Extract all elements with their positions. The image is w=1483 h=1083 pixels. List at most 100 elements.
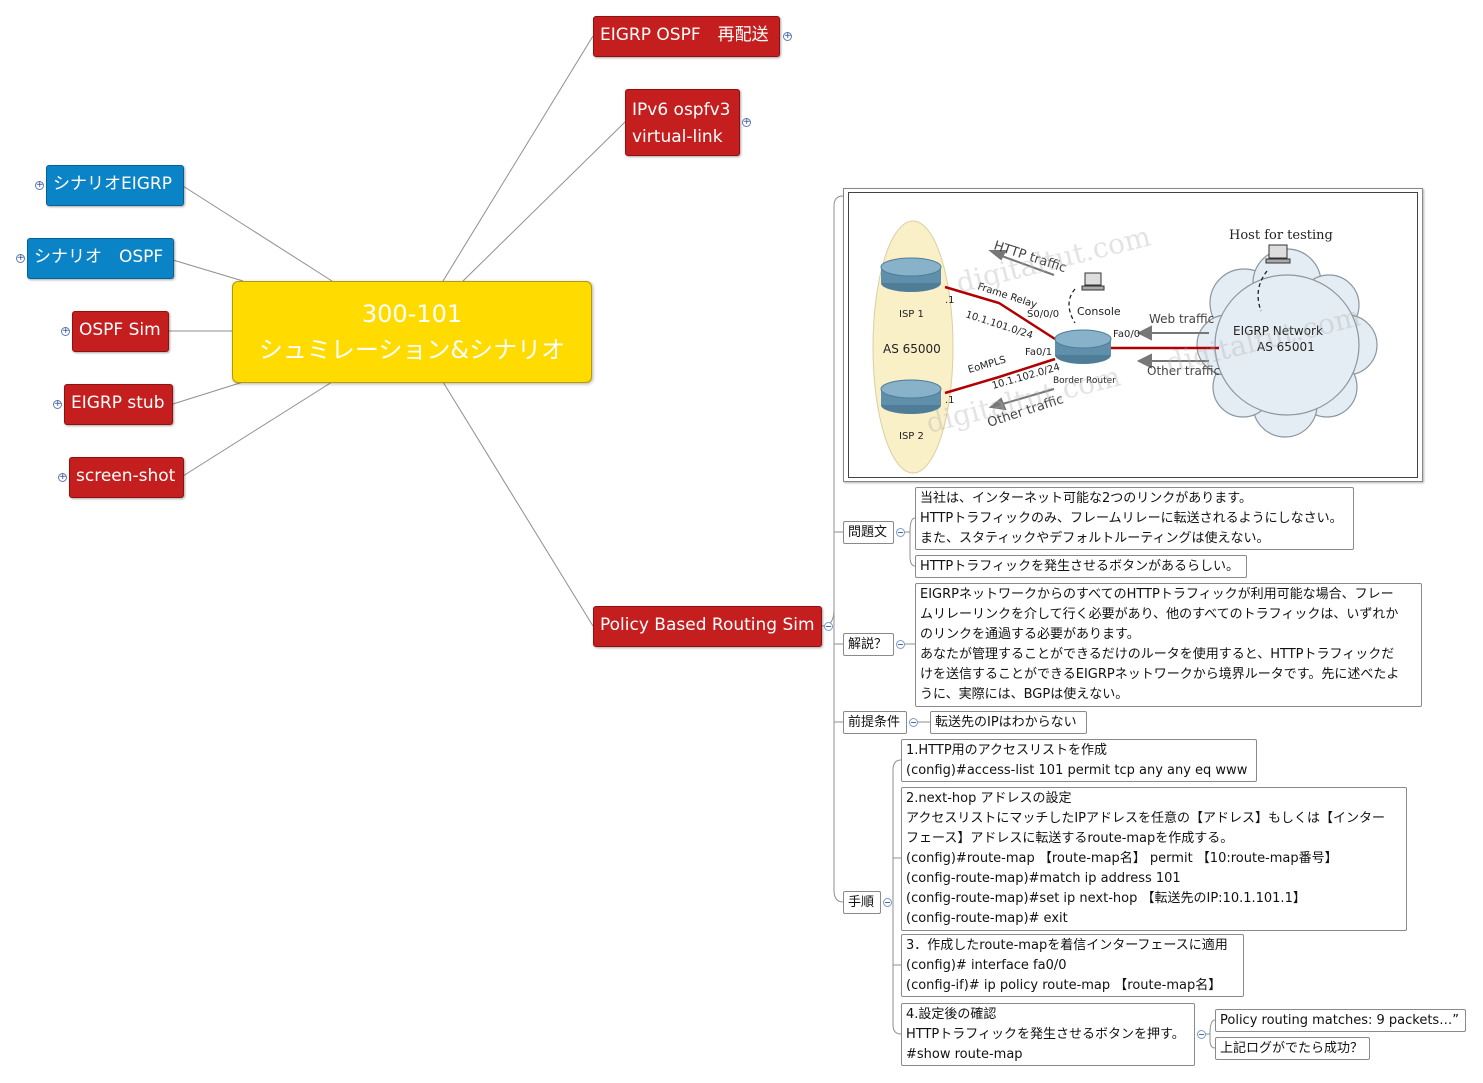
fa01-label: Fa0/1 [1025, 347, 1052, 358]
connector-line [892, 759, 902, 902]
eompls-link [944, 357, 1056, 395]
isp2-ip-label: .1 [945, 395, 955, 406]
subtopic-label: 解説？ [848, 637, 888, 652]
text-line: 当社は、インターネット可能な2つのリンクがあります。 [920, 491, 1252, 506]
net1-label: 10.1.101.0/24 [964, 309, 1034, 341]
topic-label: シナリオ OSPF [34, 247, 164, 267]
step3-box[interactable]: 3．作成したroute-mapを着信インターフェースに適用 (config)# … [901, 934, 1244, 997]
collapse-icon[interactable] [1197, 1030, 1206, 1039]
collapse-icon[interactable] [896, 528, 905, 537]
text-line: 1.HTTP用のアクセスリストを作成 [906, 743, 1108, 758]
connector-line [1206, 1019, 1216, 1035]
text-line: #show route-map [906, 1047, 1023, 1062]
isp1-label: ISP 1 [899, 309, 924, 320]
problem-note-text[interactable]: HTTPトラフィックを発生させるボタンがあるらしい。 [915, 555, 1247, 578]
text-line: 転送先のIPはわからない [935, 715, 1077, 730]
topic-policy-based-routing-sim[interactable]: Policy Based Routing Sim [593, 606, 822, 647]
collapse-icon[interactable] [824, 622, 833, 631]
text-line: HTTPトラフィックを発生させるボタンを押す。 [906, 1027, 1185, 1042]
topic-label: screen-shot [76, 466, 176, 486]
topic-ipv6-ospfv3-virtual-link[interactable]: IPv6 ospfv3 virtual-link [625, 89, 740, 156]
text-line: あなたが管理することができるだけのルータを使用すると、HTTPトラフィックだ [920, 647, 1395, 662]
topic-label-line1: IPv6 ospfv3 [632, 100, 731, 120]
step4-result-note[interactable]: 上記ログがでたら成功？ [1215, 1037, 1370, 1060]
text-line: ムリレーリンクを介して行く必要があり、他のすべてのトラフィックは、いずれか [920, 607, 1399, 622]
text-line: また、スタティックやデフォルトルーティングは使えない。 [920, 531, 1270, 546]
topic-scenario-ospf[interactable]: シナリオ OSPF [27, 238, 174, 279]
topic-label: EIGRP stub [71, 393, 165, 413]
problem-statement-text[interactable]: 当社は、インターネット可能な2つのリンクがあります。 HTTPトラフィックのみ、… [915, 487, 1354, 550]
text-line: Policy routing matches: 9 packets…” [1220, 1013, 1459, 1028]
collapse-icon[interactable] [896, 640, 905, 649]
connector-line [172, 259, 244, 282]
text-line: (config)#route-map 【route-map名】 permit 【… [906, 851, 1338, 866]
text-line: 上記ログがでたら成功？ [1220, 1041, 1364, 1056]
subtopic-problem-statement[interactable]: 問題文 [843, 521, 894, 544]
topic-label: OSPF Sim [79, 320, 161, 340]
explanation-text[interactable]: EIGRPネットワークからのすべてのHTTPトラフィックが利用可能な場合、フレー… [915, 583, 1422, 707]
subtopic-procedure[interactable]: 手順 [843, 891, 881, 914]
as65000-label: AS 65000 [883, 342, 941, 356]
text-line: フェース】アドレスに転送するroute-mapを作成する。 [906, 831, 1234, 846]
central-title-line1: 300-101 [361, 300, 463, 328]
expand-icon[interactable]: + [783, 31, 792, 41]
network-diagram-image: Host for testing HTTP traffic Frame Rela… [843, 188, 1423, 482]
router-isp1-icon [880, 257, 942, 292]
web-traffic-label: Web traffic [1149, 312, 1214, 326]
step2-box[interactable]: 2.next-hop アドレスの設定 アクセスリストにマッチしたIPアドレスを任… [901, 787, 1407, 931]
connector-line [462, 121, 626, 282]
central-topic[interactable]: 300-101 シュミレーション&シナリオ [232, 281, 592, 383]
topic-screen-shot[interactable]: screen-shot [69, 457, 184, 498]
expand-icon[interactable]: + [53, 399, 62, 409]
connector-line [1209, 1034, 1216, 1049]
eigrp-network-label: EIGRP Network [1233, 324, 1323, 338]
topic-label: Policy Based Routing Sim [600, 615, 815, 635]
step4-result-log[interactable]: Policy routing matches: 9 packets…” [1215, 1009, 1466, 1032]
network-diagram-svg: Host for testing HTTP traffic Frame Rela… [872, 220, 1378, 474]
central-title-line2: シュミレーション&シナリオ [258, 336, 566, 364]
topic-scenario-eigrp[interactable]: シナリオEIGRP [46, 165, 184, 206]
text-line: けを送信することができるEIGRPネットワークから境界ルータです。先に述べたよ [920, 667, 1400, 682]
s000-label: S0/0/0 [1027, 309, 1059, 320]
fa00-label: Fa0/0 [1113, 329, 1140, 340]
text-line: EIGRPネットワークからのすべてのHTTPトラフィックが利用可能な場合、フレー [920, 587, 1394, 602]
topic-eigrp-ospf-redistribution[interactable]: EIGRP OSPF 再配送 [593, 16, 780, 57]
connector-line [821, 195, 844, 627]
as65001-label: AS 65001 [1257, 340, 1315, 354]
connector-line [172, 381, 244, 405]
expand-icon[interactable]: + [16, 253, 25, 263]
host-label: Host for testing [1229, 228, 1333, 243]
topic-ospf-sim[interactable]: OSPF Sim [72, 311, 169, 352]
host-pc-icon [1265, 244, 1291, 264]
subtopic-prerequisites[interactable]: 前提条件 [843, 711, 907, 734]
prerequisite-text[interactable]: 転送先のIPはわからない [930, 711, 1087, 734]
subtopic-label: 前提条件 [848, 715, 901, 730]
watermark-text: digitaltut.com [953, 220, 1154, 300]
text-line: うに、実際には、BGPは使えない。 [920, 687, 1129, 702]
subtopic-explanation[interactable]: 解説？ [843, 633, 894, 656]
text-line: 3．作成したroute-mapを着信インターフェースに適用 [906, 938, 1228, 953]
border-router-label: Border Router [1053, 376, 1116, 386]
expand-icon[interactable]: + [35, 180, 44, 190]
step4-box[interactable]: 4.設定後の確認 HTTPトラフィックを発生させるボタンを押す。 #show r… [901, 1003, 1195, 1066]
collapse-icon[interactable] [883, 898, 892, 907]
console-label: Console [1077, 305, 1121, 318]
text-line: のリンクを通過する必要があります。 [920, 627, 1140, 642]
expand-icon[interactable]: + [742, 117, 751, 127]
collapse-icon[interactable] [909, 718, 918, 727]
text-line: (config-if)# ip policy route-map 【route-… [906, 978, 1222, 993]
subtopic-label: 問題文 [848, 525, 888, 540]
expand-icon[interactable]: + [61, 326, 70, 336]
isp1-ip-label: .1 [945, 295, 955, 306]
step1-box[interactable]: 1.HTTP用のアクセスリストを作成 (config)#access-list … [901, 739, 1257, 782]
frame-relay-link [944, 285, 1056, 341]
router-isp2-icon [880, 379, 942, 414]
connector-line [182, 381, 333, 477]
topic-eigrp-stub[interactable]: EIGRP stub [64, 384, 173, 425]
topic-label: EIGRP OSPF 再配送 [600, 25, 769, 45]
expand-icon[interactable]: + [58, 472, 67, 482]
text-line: HTTPトラフィックのみ、フレームリレーに転送されるようにしなさい。 [920, 511, 1343, 526]
connector-line [182, 185, 333, 282]
connector-line [833, 610, 844, 903]
other-traffic-arrow [998, 388, 1055, 406]
